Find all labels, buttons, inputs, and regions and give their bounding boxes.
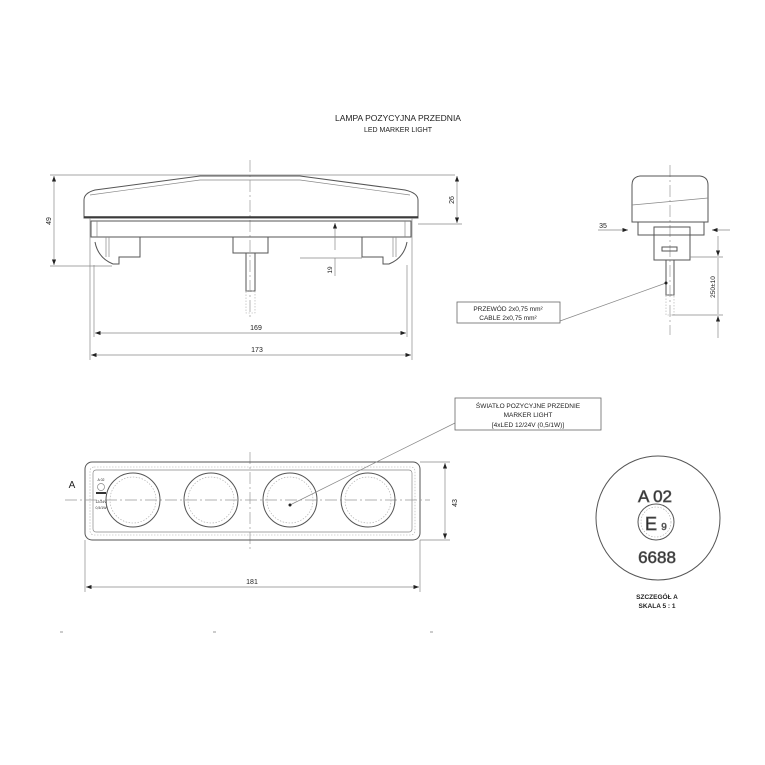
dim-height-total: 49 xyxy=(46,217,53,225)
light-callout-en: MARKER LIGHT xyxy=(504,412,553,419)
detail-approval-mark: E xyxy=(645,514,657,534)
light-callout: ŚWIATŁO POZYCYJNE PRZEDNIE MARKER LIGHT … xyxy=(288,397,602,507)
cable-callout: PRZEWÓD 2x0,75 mm² CABLE 2x0,75 mm² xyxy=(456,281,668,324)
title-sub: LED MARKER LIGHT xyxy=(364,127,433,134)
detail-number: 6688 xyxy=(638,548,676,567)
led-lenses xyxy=(105,472,396,528)
front-view: 49 26 19 169 173 xyxy=(46,160,462,360)
dim-inner-width: 169 xyxy=(250,325,262,332)
detail-caption: SZCZEGÓŁ A xyxy=(636,592,678,601)
dim-top-height: 43 xyxy=(452,499,459,507)
marking-small-voltage: 12/24V xyxy=(95,500,107,504)
detail-code: A 02 xyxy=(638,487,672,506)
detail-marker-a: A xyxy=(69,480,76,491)
led-lens xyxy=(262,472,318,528)
marking-small-power: 0,5/1W xyxy=(95,506,107,510)
light-callout-pl: ŚWIATŁO POZYCYJNE PRZEDNIE xyxy=(476,401,581,410)
dim-cable-length: 250±10 xyxy=(710,276,717,298)
dim-outer-width: 173 xyxy=(251,347,263,354)
dim-clip-height: 19 xyxy=(327,266,334,274)
marking-small-code: A 02 xyxy=(97,478,104,482)
led-lens xyxy=(105,472,161,528)
dim-lens-height: 26 xyxy=(449,196,456,204)
dim-top-width: 181 xyxy=(246,579,258,586)
cable-callout-pl: PRZEWÓD 2x0,75 mm² xyxy=(473,304,543,313)
top-view: A 02 12/24V 0,5/1W A 43 181 xyxy=(65,452,459,592)
dim-depth: 35 xyxy=(599,223,607,230)
title-main: LAMPA POZYCYJNA PRZEDNIA xyxy=(335,113,461,123)
led-lens xyxy=(183,472,239,528)
led-lens xyxy=(340,472,396,528)
side-view: 35 250±10 xyxy=(598,165,730,338)
detail-scale: SKALA 5 : 1 xyxy=(639,603,676,610)
cable-callout-en: CABLE 2x0,75 mm² xyxy=(479,315,537,322)
light-callout-spec: [4xLED 12/24V (0,5/1W)] xyxy=(492,422,564,429)
detail-a: A 02 E 9 6688 SZCZEGÓŁ A SKALA 5 : 1 xyxy=(595,455,721,610)
detail-approval-country: 9 xyxy=(661,522,667,533)
